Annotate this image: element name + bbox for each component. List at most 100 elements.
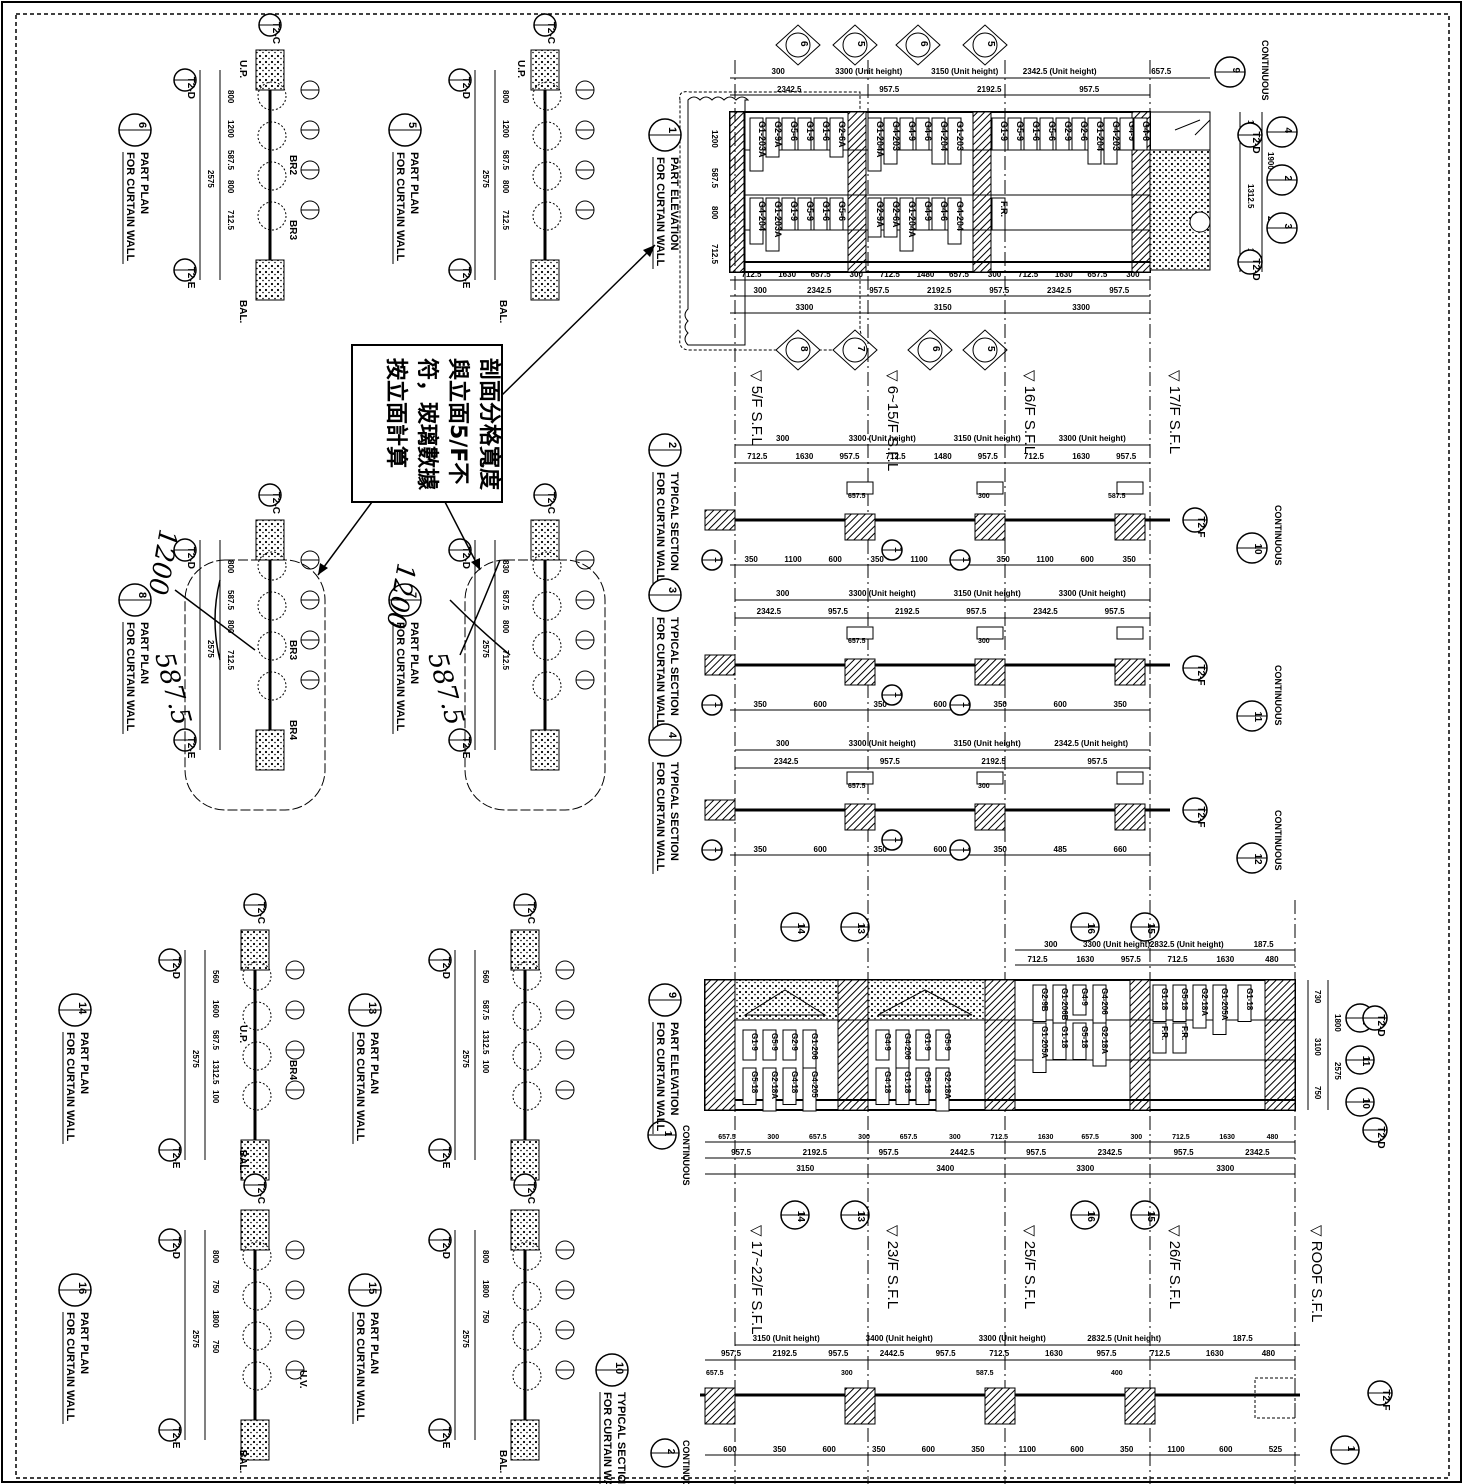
elevation-9-bottom-sub: 300 (949, 1134, 961, 1141)
section-marker-num: 6 (930, 346, 941, 352)
elevation-1-bottom-sub: 1480 (917, 270, 935, 279)
sec4-bottom: 485 (1054, 845, 1068, 854)
elevation-9-bottom-mid: 2192.5 (803, 1148, 828, 1157)
sec4-bottom: 350 (994, 845, 1008, 854)
continuous-label: CONTINUOUS (1260, 40, 1270, 101)
plan13-title-line1: PART PLAN (368, 1032, 380, 1094)
elevation-1-top-sub: 957.5 (1079, 85, 1100, 94)
section-10-sub: 1630 (1045, 1349, 1063, 1358)
elevation-9-bottom-mid: 957.5 (1174, 1148, 1195, 1157)
plan7-title-line1: PART PLAN (408, 622, 420, 684)
grid-bubble-num: T2-D (185, 547, 196, 569)
plan-tag: U.P. (237, 60, 248, 78)
sec3-bottom: 350 (874, 700, 888, 709)
sec3-unit: 3300 (Unit height) (1059, 589, 1126, 598)
elevation-9-dimensions: 300 3300 (Unit height)2832.5 (Unit height… (648, 940, 1279, 1173)
grid-bubble-num: T2-D (1375, 1014, 1386, 1036)
elevation-1-bottom-sub: 657.5 (811, 270, 832, 279)
reference-marker-14-num: 14 (795, 923, 806, 935)
plan7-dim: 830 (501, 560, 510, 574)
continuous-label: CONTINUOUS (681, 1125, 691, 1186)
elevation-1-bottom-total: 3300 (796, 303, 814, 312)
grid-bubble-num: T2-D (1375, 1126, 1386, 1148)
section-marker-num: 7 (855, 346, 866, 352)
section-marker-num: 5 (985, 346, 996, 352)
section-10-bottom: 350 (872, 1445, 886, 1454)
section-10-bottom: 600 (723, 1445, 737, 1454)
grid-bubble: T2-D (173, 538, 197, 569)
elevation-9-top-unit: 3300 (Unit height) (1083, 940, 1150, 949)
reference-marker-10: 10 (1345, 1087, 1375, 1117)
plan16-dim: 750 (211, 1340, 220, 1354)
plan-tag: BAL. (497, 300, 508, 324)
section-10-unit: 187.5 (1233, 1334, 1254, 1343)
detail-marker: 1 (701, 839, 723, 861)
elevation-1-panel: G1-204A (907, 201, 917, 238)
plan-tag: BAL. (237, 1450, 248, 1474)
elevation-1-panel: G4-9 (907, 121, 917, 141)
plan13-dim: 100 (481, 1060, 490, 1074)
section-10-sub: 712.5 (1150, 1349, 1171, 1358)
handwritten-5875-right: 587.5 (421, 649, 469, 729)
level-roof: ▽ ROOF S.F.L (1308, 1225, 1325, 1322)
elevation-1-panel: G1-204 (1095, 121, 1105, 151)
revision-cloud-frame (15, 13, 1450, 1479)
elevation-1-bottom-sub: 657.5 (949, 270, 970, 279)
section-10-sub: 957.5 (721, 1349, 742, 1358)
sec4-sub: 957.5 (880, 757, 901, 766)
reference-marker-12-num: 12 (1252, 854, 1263, 866)
sec3-sub: 2192.5 (895, 607, 920, 616)
detail-marker-num: 1 (960, 557, 971, 563)
grid-bubble-num: T2-D (440, 1237, 451, 1259)
elevation-9-panel: G1-206B (1060, 988, 1069, 1021)
elevation-9-top-sub: 1630 (1076, 955, 1094, 964)
grid-bubble-num: T2-F (1195, 516, 1206, 537)
note-line-2: 與立面5/F不 (445, 358, 471, 484)
elevation-9-panel: G4-206 (1100, 988, 1109, 1015)
grid-bubble: T2-D (1237, 122, 1263, 154)
section-10-bottom: 600 (822, 1445, 836, 1454)
sec3-unit: 3150 (Unit height) (954, 589, 1021, 598)
elevation-1-bottom-mid: 2342.5 (807, 286, 832, 295)
section-10-unit: 3150 (Unit height) (753, 1334, 820, 1343)
note-line-4: 按立面計算 (383, 358, 409, 468)
section-marker: 8 (775, 329, 821, 371)
plan-tag: BAL. (497, 1450, 508, 1474)
elevation-1-bottom-total: 3300 (1072, 303, 1090, 312)
elevation-9-top-unit: 2832.5 (Unit height) (1150, 940, 1224, 949)
grid-bubble-num: T2-E (440, 1427, 451, 1449)
reference-marker-9-num: 9 (1230, 68, 1241, 74)
grid-bubble: T2-D (158, 948, 182, 979)
sec2-bottom: 350 (997, 555, 1011, 564)
reference-marker-11-num: 11 (1360, 1056, 1371, 1067)
grid-bubble-num: T2-C (545, 22, 556, 44)
grid-bubble: T2-D (428, 1228, 452, 1259)
plan8-title-line2: FOR CURTAIN WALL (124, 622, 136, 731)
elevation-1-panel: G1-203A (757, 121, 767, 158)
grid-bubble-num: T2-F (1195, 806, 1206, 827)
elevation-9-panel: G4-9 (883, 1033, 892, 1051)
section-marker: 6 (775, 24, 821, 66)
section-marker: 6 (907, 329, 953, 371)
elevation-1-bottom-mid: 300 (754, 286, 768, 295)
continuous-label: CONTINUOUS (1273, 505, 1283, 566)
grid-bubble: T2-E (428, 1418, 452, 1449)
sec2-small-dim: 587.5 (1108, 493, 1126, 500)
detail-marker-num: 1 (960, 702, 971, 708)
elevation-1-panel: G5-9 (805, 201, 815, 221)
detail-marker: 1 (949, 549, 971, 571)
sec4-bottom: 600 (814, 845, 828, 854)
sec3-sub: 2342.5 (757, 607, 782, 616)
note-line-1: 剖面分格寬度 (476, 358, 502, 491)
elevation-1-left-dim: 1200 (710, 130, 719, 148)
elevation-9-panel: G4-205 (810, 1071, 819, 1098)
reference-marker-15: 15 (1130, 912, 1160, 942)
sec2-sub: 1480 (934, 452, 952, 461)
plan-tag: BR3 (287, 220, 298, 240)
level-labels-top: ▽ 5/F S.F.L ▽ 6~15/F S.F.L ▽ 16/F S.F.L … (748, 370, 1183, 471)
